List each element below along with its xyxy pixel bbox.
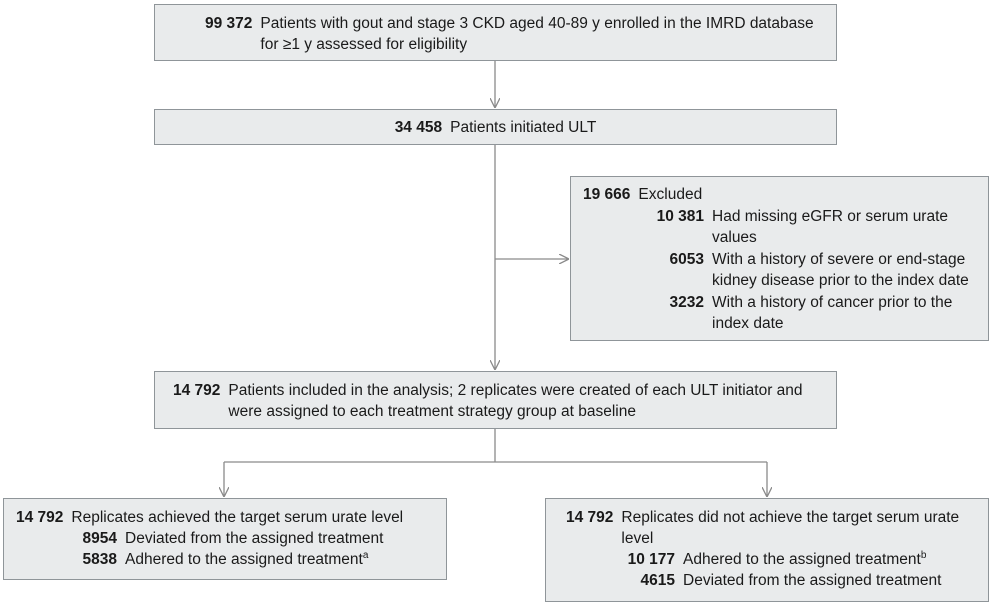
achieved-item: 5838 Adhered to the assigned treatmenta [16,549,436,570]
achieved-count: 14 792 [16,509,64,526]
excluded-item-count: 6053 [669,251,704,268]
included-text: Patients included in the analysis; 2 rep… [228,382,803,420]
not-achieved-text: Replicates did not achieve the target se… [621,509,960,547]
achieved-item: 8954 Deviated from the assigned treatmen… [16,528,436,549]
achieved-item-count: 5838 [82,551,117,568]
initiated-text: Patients initiated ULT [450,119,597,136]
excluded-item-count: 10 381 [656,208,704,225]
eligibility-box: 99 372 Patients with gout and stage 3 CK… [154,4,837,61]
excluded-item: 3232 With a history of cancer prior to t… [583,292,974,334]
excluded-item: 10 381 Had missing eGFR or serum urate v… [583,206,974,248]
footnote-mark: a [362,549,369,561]
included-count: 14 792 [173,382,221,399]
initiated-count: 34 458 [394,119,443,136]
not-achieved-item: 10 177 Adhered to the assigned treatment… [566,549,978,570]
excluded-label: Excluded [638,186,703,203]
achieved-text: Replicates achieved the target serum ura… [71,509,404,526]
excluded-item-text: With a history of severe or end-stage ki… [712,251,969,289]
achieved-item-count: 8954 [82,530,117,547]
achieved-item-text: Deviated from the assigned treatment [125,530,384,547]
eligibility-text: Patients with gout and stage 3 CKD aged … [260,15,814,53]
excluded-box: 19 666 Excluded 10 381 Had missing eGFR … [570,176,989,341]
excluded-item-text: With a history of cancer prior to the in… [712,294,953,332]
achieved-box: 14 792 Replicates achieved the target se… [3,498,447,580]
not-achieved-count: 14 792 [566,509,614,526]
not-achieved-item-count: 4615 [640,572,675,589]
eligibility-count: 99 372 [205,15,253,32]
footnote-mark: b [920,549,927,561]
excluded-item-count: 3232 [669,294,704,311]
not-achieved-item-text: Adhered to the assigned treatment [683,551,921,568]
excluded-item-text: Had missing eGFR or serum urate values [712,208,949,246]
not-achieved-item-text: Deviated from the assigned treatment [683,572,942,589]
not-achieved-item: 4615 Deviated from the assigned treatmen… [566,570,978,591]
achieved-item-text: Adhered to the assigned treatment [125,551,363,568]
excluded-item: 6053 With a history of severe or end-sta… [583,249,974,291]
included-box: 14 792 Patients included in the analysis… [154,371,837,429]
excluded-count: 19 666 [583,186,631,203]
initiated-box: 34 458 Patients initiated ULT [154,109,837,145]
not-achieved-item-count: 10 177 [627,551,675,568]
not-achieved-box: 14 792 Replicates did not achieve the ta… [545,498,989,602]
